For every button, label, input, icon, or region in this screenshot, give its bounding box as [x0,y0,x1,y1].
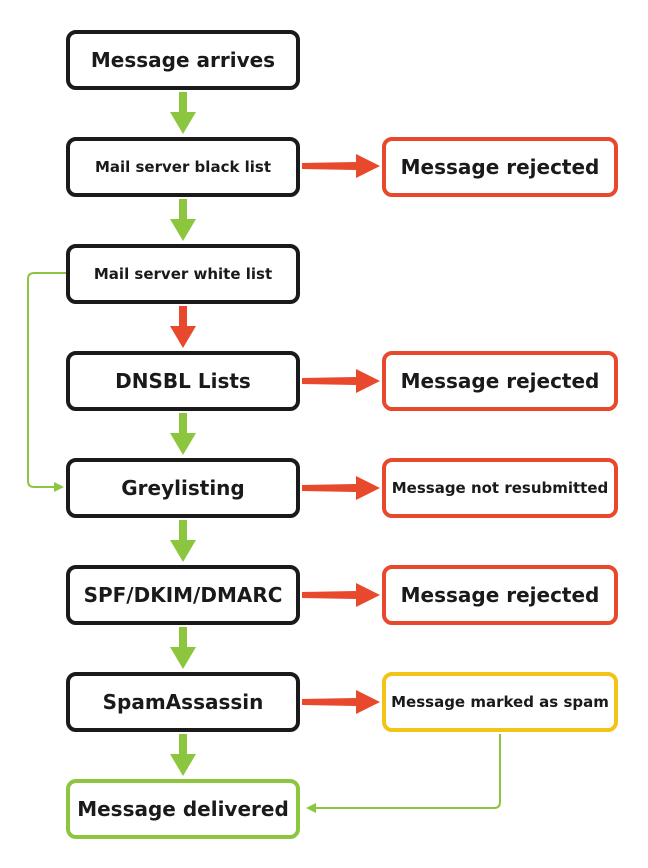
stage-black-list: Mail server black list [66,137,300,197]
arrow-arrives-to-blacklist [170,92,196,134]
arrow-spamassassin-to-marked-spam [302,690,380,714]
arrow-whitelist-to-dnsbl [170,306,196,348]
stage-dnsbl-lists: DNSBL Lists [66,351,300,411]
outcome-not-resubmitted: Message not resubmitted [382,458,618,518]
outcome-blacklist-rejected: Message rejected [382,137,618,197]
arrow-auth-to-rejected [302,583,380,607]
stage-greylisting: Greylisting [66,458,300,518]
arrow-whitelist-bypass [27,272,67,492]
arrow-greylisting-to-not-resubmitted [302,476,380,500]
stage-spamassassin: SpamAssassin [66,672,300,732]
arrow-blacklist-to-whitelist [170,199,196,241]
arrow-blacklist-to-rejected [302,154,380,178]
arrow-auth-to-spamassassin [170,627,196,669]
stage-message-delivered: Message delivered [66,779,300,839]
arrow-dnsbl-to-greylisting [170,413,196,455]
arrow-spamassassin-to-delivered [170,734,196,776]
stage-white-list: Mail server white list [66,244,300,304]
outcome-marked-spam: Message marked as spam [382,672,618,732]
arrow-greylisting-to-auth [170,520,196,562]
stage-message-arrives: Message arrives [66,30,300,90]
stage-spf-dkim-dmarc: SPF/DKIM/DMARC [66,565,300,625]
arrow-spam-to-delivered [306,734,501,813]
outcome-dnsbl-rejected: Message rejected [382,351,618,411]
arrow-dnsbl-to-rejected [302,369,380,393]
outcome-auth-rejected: Message rejected [382,565,618,625]
